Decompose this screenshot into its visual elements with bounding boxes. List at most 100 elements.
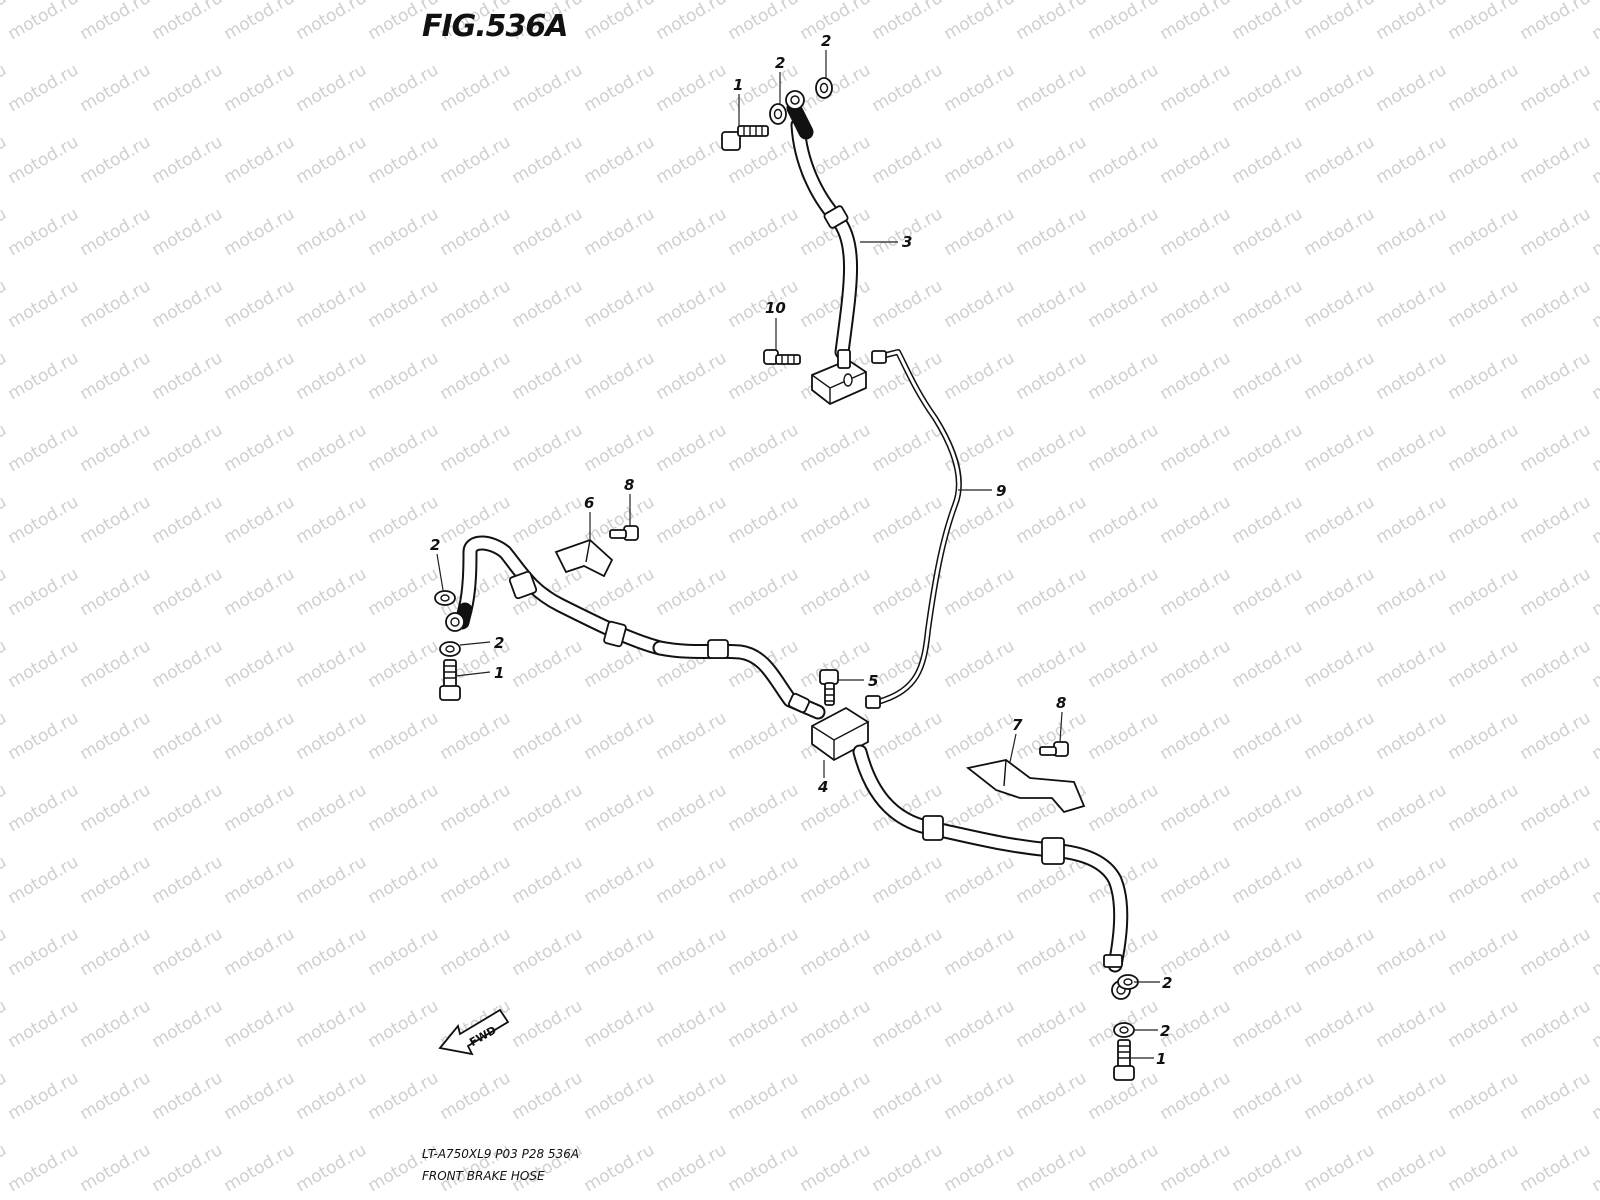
watermark-text: motod.ru — [941, 348, 1019, 404]
watermark-text: motod.ru — [365, 1068, 443, 1124]
watermark-text: motod.ru — [1157, 348, 1235, 404]
watermark-text: motod.ru — [293, 204, 371, 260]
watermark-text: motod.ru — [221, 852, 299, 908]
watermark-text: motod.ru — [941, 0, 1019, 44]
callout-4: 4 — [817, 778, 828, 796]
leader-lines — [436, 50, 1160, 1059]
watermark-text: motod.ru — [1229, 0, 1307, 44]
watermark-text: motod.ru — [5, 348, 83, 404]
watermark-text: motod.ru — [149, 852, 227, 908]
watermark-text: motod.ru — [797, 852, 875, 908]
watermark-text: motod.ru — [437, 420, 515, 476]
watermark-text: motod.ru — [149, 708, 227, 764]
callout-1-top: 1 — [733, 76, 743, 94]
watermark-text: motod.ru — [77, 780, 155, 836]
watermark-text: motod.ru — [1301, 1140, 1379, 1196]
watermark-text: motod.ru — [1085, 420, 1163, 476]
watermark-text: motod.ru — [581, 348, 659, 404]
watermark-text: motod.ru — [869, 492, 947, 548]
model-code-caption: LT-A750XL9 P03 P28 536A — [422, 1147, 579, 1161]
watermark-text: motod.ru — [221, 924, 299, 980]
watermark-text: motod.ru — [221, 420, 299, 476]
watermark-text: motod.ru — [293, 0, 371, 44]
brake-pipe — [865, 349, 962, 709]
watermark-text: motod.ru — [1157, 780, 1235, 836]
watermark-text: motod.ru — [365, 420, 443, 476]
watermark-text: motod.ru — [725, 1068, 803, 1124]
watermark-text: motod.ru — [1085, 780, 1163, 836]
banjo-bolt-right — [1113, 1039, 1135, 1081]
watermark-text: motod.ru — [365, 708, 443, 764]
watermark-text: motod.ru — [1517, 1140, 1595, 1196]
watermark-text: motod.ru — [653, 852, 731, 908]
watermark-text: motod.ru — [1445, 924, 1523, 980]
watermark-text: motod.ru — [581, 564, 659, 620]
watermark-text: motod.ru — [221, 276, 299, 332]
watermark-text: motod.ru — [221, 564, 299, 620]
watermark-text: motod.ru — [1589, 1068, 1600, 1124]
watermark-text: motod.ru — [653, 780, 731, 836]
watermark-text: motod.ru — [1301, 420, 1379, 476]
watermark-text: motod.ru — [725, 0, 803, 44]
watermark-text: motod.ru — [365, 636, 443, 692]
watermark-text: motod.ru — [1157, 636, 1235, 692]
watermark-text: motod.ru — [1445, 780, 1523, 836]
watermark-text: motod.ru — [797, 924, 875, 980]
banjo-bolt-left — [439, 659, 461, 701]
watermark-text: motod.ru — [1157, 564, 1235, 620]
watermark-text: motod.ru — [1373, 996, 1451, 1052]
watermark-text: motod.ru — [725, 708, 803, 764]
watermark-text: motod.ru — [77, 996, 155, 1052]
watermark-text: motod.ru — [1085, 60, 1163, 116]
bracket-7 — [965, 759, 1086, 814]
watermark-text: motod.ru — [1157, 852, 1235, 908]
watermark-text: motod.ru — [581, 276, 659, 332]
watermark-text: motod.ru — [1589, 420, 1600, 476]
washer-right-b — [1113, 1022, 1135, 1038]
watermark-text: motod.ru — [1589, 492, 1600, 548]
watermark-text: motod.ru — [365, 996, 443, 1052]
watermark-text: motod.ru — [77, 1068, 155, 1124]
watermark-text: motod.ru — [1085, 0, 1163, 44]
watermark-text: motod.ru — [869, 852, 947, 908]
watermark-text: motod.ru — [1445, 348, 1523, 404]
watermark-text: motod.ru — [437, 204, 515, 260]
watermark-text: motod.ru — [653, 420, 731, 476]
watermark-text: motod.ru — [1373, 492, 1451, 548]
watermark-text: motod.ru — [1229, 204, 1307, 260]
watermark-text: motod.ru — [1373, 204, 1451, 260]
watermark-text: motod.ru — [1589, 204, 1600, 260]
watermark-text: motod.ru — [1157, 1068, 1235, 1124]
callout-3: 3 — [902, 233, 912, 251]
watermark-text: motod.ru — [941, 1068, 1019, 1124]
watermark-text: motod.ru — [293, 708, 371, 764]
watermark-text: motod.ru — [725, 1140, 803, 1196]
watermark-text: motod.ru — [1589, 564, 1600, 620]
watermark-text: motod.ru — [941, 636, 1019, 692]
bracket-6 — [554, 538, 614, 578]
watermark-text: motod.ru — [509, 276, 587, 332]
watermark-text: motod.ru — [1517, 276, 1595, 332]
watermark-text: motod.ru — [797, 60, 875, 116]
watermark-text: motod.ru — [1085, 636, 1163, 692]
watermark-text: motod.ru — [293, 348, 371, 404]
watermark-text: motod.ru — [5, 60, 83, 116]
watermark-text: motod.ru — [221, 0, 299, 44]
watermark-text: motod.ru — [221, 708, 299, 764]
watermark-text: motod.ru — [869, 1068, 947, 1124]
watermark-text: motod.ru — [653, 348, 731, 404]
watermark-text: motod.ru — [1373, 1140, 1451, 1196]
watermark-text: motod.ru — [797, 996, 875, 1052]
watermark-text: motod.ru — [1589, 276, 1600, 332]
watermark-text: motod.ru — [1445, 852, 1523, 908]
watermark-text: motod.ru — [1229, 132, 1307, 188]
watermark-text: motod.ru — [1373, 348, 1451, 404]
watermark-text: motod.ru — [653, 276, 731, 332]
watermark-text: motod.ru — [1157, 420, 1235, 476]
watermark-text: motod.ru — [221, 1140, 299, 1196]
watermark-text: motod.ru — [1373, 708, 1451, 764]
watermark-text: motod.ru — [149, 780, 227, 836]
watermark-text: motod.ru — [653, 0, 731, 44]
watermark-text: motod.ru — [581, 852, 659, 908]
